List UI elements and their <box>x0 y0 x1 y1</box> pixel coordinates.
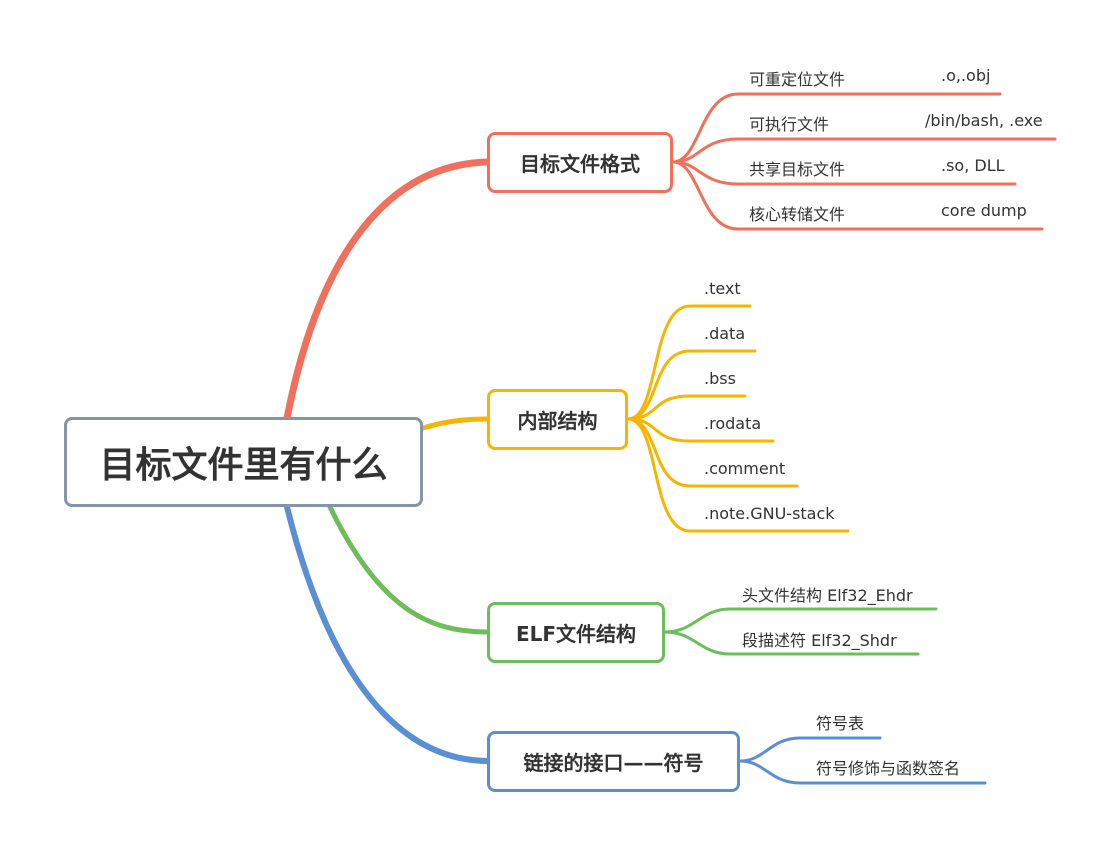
root-topic[interactable]: 目标文件里有什么 <box>64 417 423 507</box>
leaf-section-rodata[interactable]: .rodata <box>704 414 762 433</box>
twig-line-format-0 <box>671 92 1002 164</box>
twig-line-elf-0 <box>663 607 938 634</box>
leaf-symbol-table[interactable]: 符号表 <box>816 714 865 733</box>
branch-linking-interface-symbols[interactable]: 链接的接口——符号 <box>487 731 740 792</box>
leaf-section-header[interactable]: 段描述符 Elf32_Shdr <box>742 631 897 650</box>
leaf-shared-object-file[interactable]: 共享目标文件 <box>749 160 846 179</box>
twig-line-internal-1 <box>626 349 757 421</box>
leaf-section-data[interactable]: .data <box>704 324 746 343</box>
leaf-core-dump-file[interactable]: 核心转储文件 <box>749 205 846 224</box>
twig-line-internal-2 <box>626 394 747 421</box>
twig-line-format-3 <box>671 160 1044 231</box>
trunk-line-internal <box>420 416 490 431</box>
twig-line-internal-5 <box>626 417 850 533</box>
twig-line-linking-0 <box>738 736 882 763</box>
leaf-section-bss[interactable]: .bss <box>704 369 736 388</box>
leaf-symbol-mangling[interactable]: 符号修饰与函数签名 <box>816 759 961 778</box>
branch-internal-structure[interactable]: 内部结构 <box>487 389 628 450</box>
leaf-shared-object-file-ext: .so, DLL <box>941 156 1005 175</box>
branch-elf-structure[interactable]: ELF文件结构 <box>487 602 665 663</box>
twig-line-internal-0 <box>626 304 752 421</box>
leaf-executable-file-ext: /bin/bash, .exe <box>925 111 1043 130</box>
leaf-relocatable-file[interactable]: 可重定位文件 <box>749 70 846 89</box>
trunk-line-linking <box>284 504 490 764</box>
trunk-line-format <box>283 158 491 422</box>
leaf-elf-header[interactable]: 头文件结构 Elf32_Ehdr <box>742 586 913 605</box>
leaf-relocatable-file-ext: .o,.obj <box>941 66 991 85</box>
twig-line-elf-1 <box>663 630 920 656</box>
leaf-executable-file[interactable]: 可执行文件 <box>749 115 830 134</box>
leaf-section-text[interactable]: .text <box>704 279 741 298</box>
branch-object-file-format[interactable]: 目标文件格式 <box>487 132 673 193</box>
leaf-section-comment[interactable]: .comment <box>704 459 786 478</box>
leaf-core-dump-file-ext: core dump <box>941 201 1027 220</box>
trunk-line-elf <box>327 504 490 635</box>
twig-line-format-1 <box>671 137 1057 164</box>
twig-line-linking-1 <box>738 759 987 785</box>
leaf-section-note-gnu-stack[interactable]: .note.GNU-stack <box>704 504 835 523</box>
